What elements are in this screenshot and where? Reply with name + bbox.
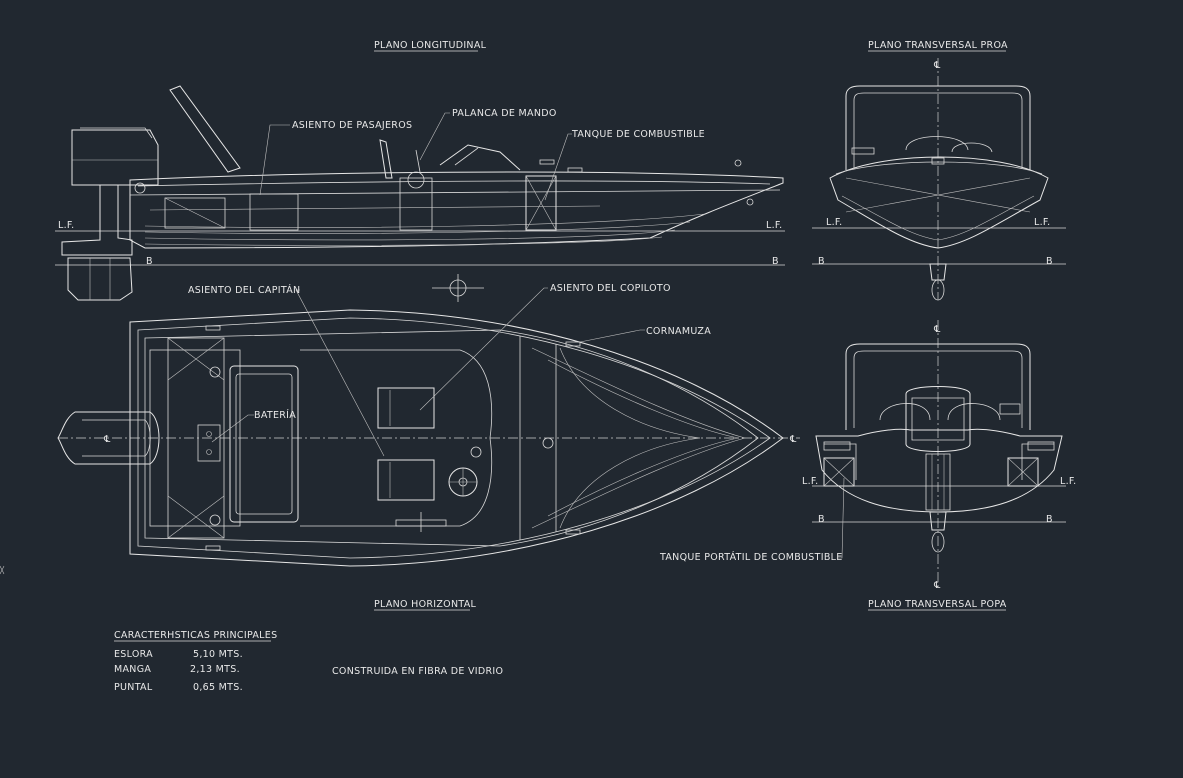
- base-left-bow: B: [818, 256, 825, 267]
- lf-left-stern: L.F.: [802, 476, 818, 487]
- title-stern: PLANO TRANSVERSAL POPA: [868, 599, 1007, 610]
- lf-right-long: L.F.: [766, 220, 782, 231]
- centerline-bow: ℄: [933, 60, 941, 71]
- centerline-stern-top: ℄: [933, 324, 941, 335]
- label-fuel-tank: TANQUE DE COMBUSTIBLE: [571, 129, 705, 140]
- label-cleat: CORNAMUZA: [646, 326, 711, 337]
- label-copilot-seat: ASIENTO DEL COPILOTO: [550, 283, 671, 294]
- horizontal-view: ℄ ℄: [57, 283, 800, 567]
- title-bow: PLANO TRANSVERSAL PROA: [868, 40, 1008, 51]
- label-passenger-seat: ASIENTO DE PASAJEROS: [292, 120, 412, 131]
- spec-value-eslora: 5,10 MTS.: [193, 649, 243, 660]
- specs-title: CARACTERHSTICAS PRINCIPALES: [114, 630, 277, 641]
- base-right-stern: B: [1046, 514, 1053, 525]
- spec-value-manga: 2,13 MTS.: [190, 664, 240, 675]
- lf-right-bow: L.F.: [1034, 217, 1050, 228]
- lf-left-long: L.F.: [58, 220, 74, 231]
- bow-view: ℄ L.F. L.F. B B: [812, 58, 1066, 301]
- label-battery: BATERÍA: [254, 409, 296, 421]
- lf-right-stern: L.F.: [1060, 476, 1076, 487]
- edge-mark: [0, 565, 5, 575]
- title-horizontal: PLANO HORIZONTAL: [374, 599, 477, 610]
- stern-view: ℄ ℄ L.F. L.F. B B TA: [659, 320, 1076, 591]
- spec-name-puntal: PUNTAL: [114, 682, 153, 693]
- base-left-stern: B: [818, 514, 825, 525]
- base-left-long: B: [146, 256, 153, 267]
- construction-note: CONSTRUIDA EN FIBRA DE VIDRIO: [332, 666, 503, 677]
- label-portable-tank: TANQUE PORTÁTIL DE COMBUSTIBLE: [659, 551, 843, 563]
- base-right-bow: B: [1046, 256, 1053, 267]
- centerline-left: ℄: [103, 434, 111, 445]
- spec-value-puntal: 0,65 MTS.: [193, 682, 243, 693]
- lf-left-bow: L.F.: [826, 217, 842, 228]
- label-captain-seat: ASIENTO DEL CAPITÁN: [188, 284, 300, 296]
- label-throttle: PALANCA DE MANDO: [452, 108, 557, 119]
- spec-name-eslora: ESLORA: [114, 649, 153, 660]
- specs-block: CARACTERHSTICAS PRINCIPALES ESLORA 5,10 …: [114, 630, 277, 693]
- base-right-long: B: [772, 256, 779, 267]
- title-longitudinal: PLANO LONGITUDINAL: [374, 40, 487, 51]
- center-mark: [432, 274, 484, 302]
- spec-name-manga: MANGA: [114, 664, 151, 675]
- centerline-right: ℄: [789, 434, 797, 445]
- longitudinal-view: L.F. L.F. B B: [55, 85, 785, 301]
- centerline-stern-bottom: ℄: [933, 580, 941, 591]
